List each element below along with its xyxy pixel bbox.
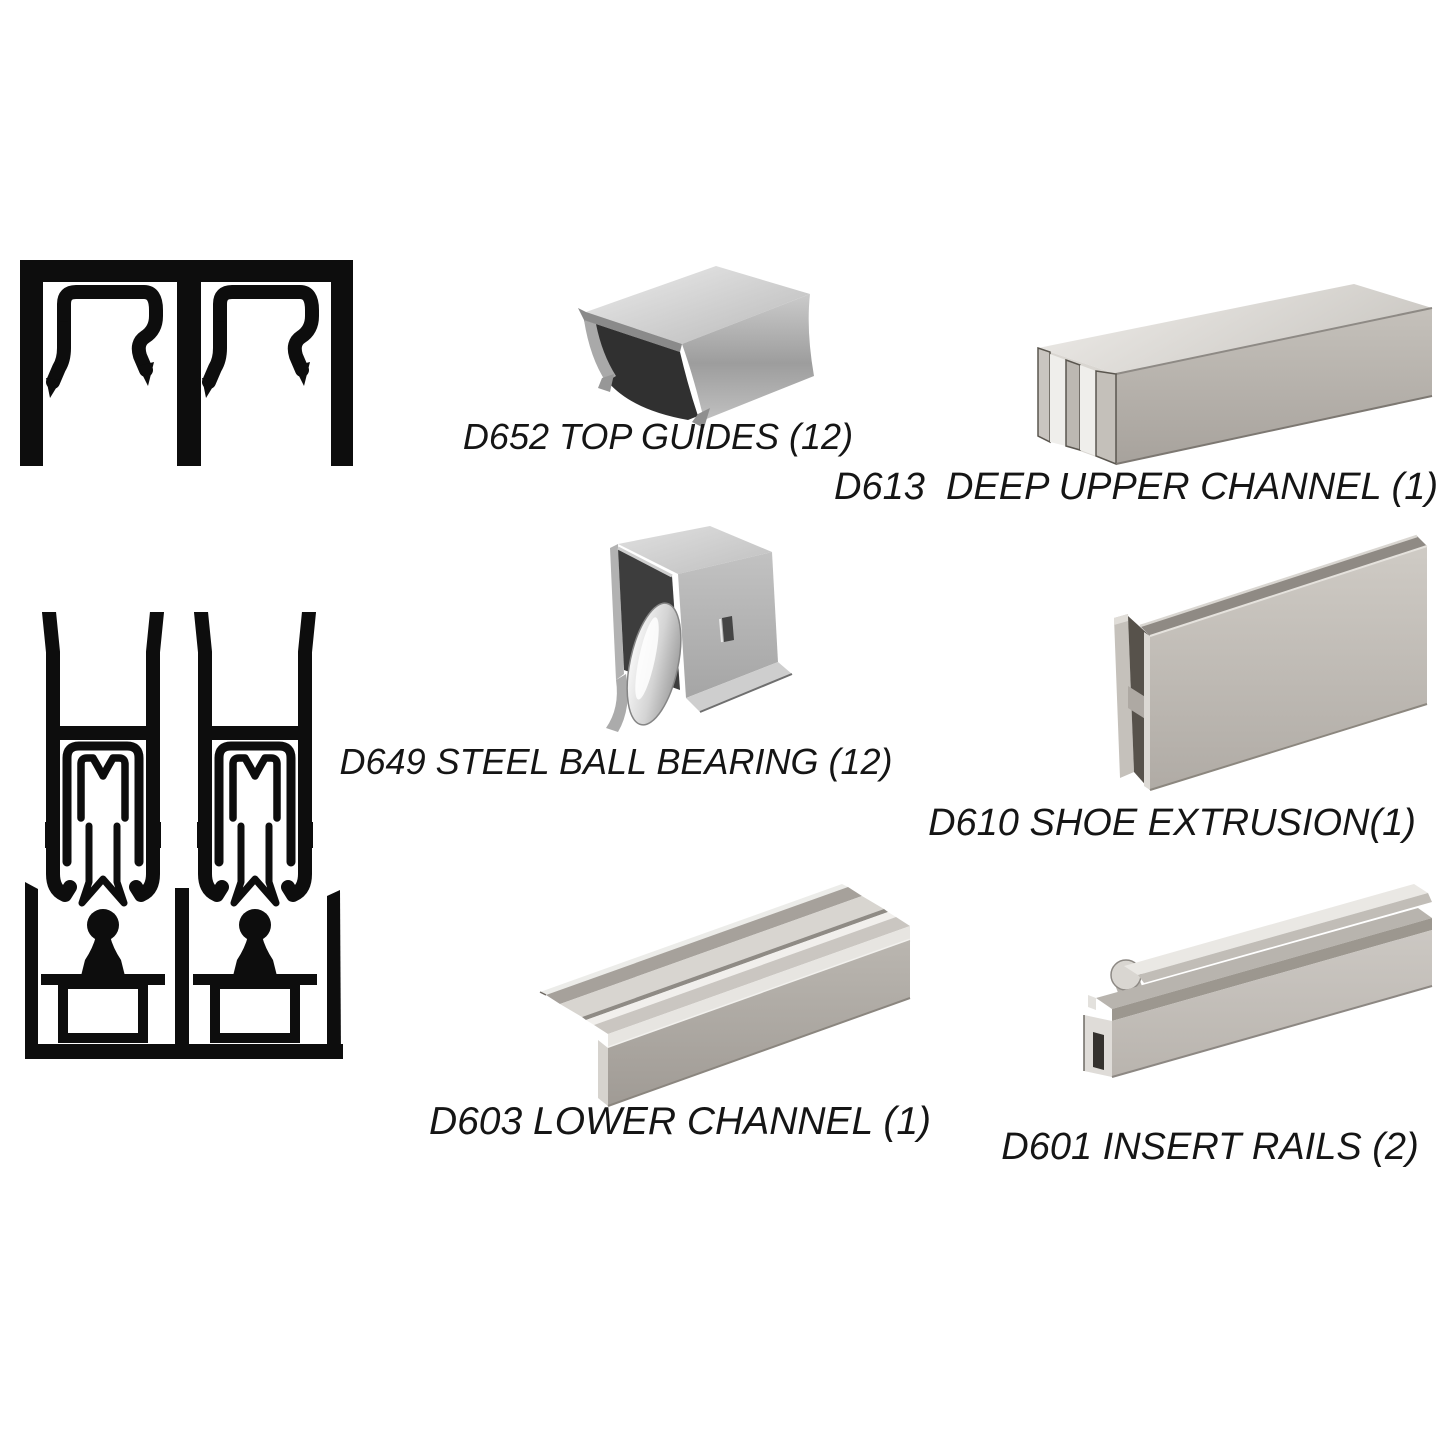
d610-caption: D610 SHOE EXTRUSION(1) — [928, 802, 1416, 844]
d603-lower-channel-illustration — [539, 884, 911, 1107]
d601-insert-rail-illustration — [1083, 884, 1433, 1078]
d652-top-guide-illustration — [578, 266, 814, 428]
d603-caption: D603 LOWER CHANNEL (1) — [428, 1100, 932, 1143]
d613-deep-upper-channel-photo — [1032, 280, 1438, 470]
d649-steel-ball-bearing-illustration — [606, 526, 793, 732]
d652-top-guide-photo — [570, 258, 815, 430]
roller-carriage-diagram — [25, 612, 347, 1062]
roller-carriage-cross-section-drawing — [25, 612, 343, 1059]
d610-shoe-extrusion-photo — [1112, 534, 1437, 792]
upper-track-cross-section-drawing — [20, 260, 353, 466]
d601-insert-rails-photo — [1066, 878, 1438, 1112]
d613-deep-upper-channel-illustration — [1037, 284, 1433, 466]
d601-caption: D601 INSERT RAILS (2) — [1001, 1126, 1419, 1168]
d649-steel-ball-bearing-photo — [562, 522, 797, 752]
d613-caption: D613 DEEP UPPER CHANNEL (1) — [834, 466, 1438, 508]
d603-lower-channel-photo — [532, 876, 917, 1108]
d610-shoe-extrusion-illustration — [1114, 534, 1428, 791]
d649-caption: D649 STEEL BALL BEARING (12) — [339, 741, 893, 782]
upper-track-diagram — [18, 256, 355, 468]
d652-caption: D652 TOP GUIDES (12) — [462, 416, 854, 457]
